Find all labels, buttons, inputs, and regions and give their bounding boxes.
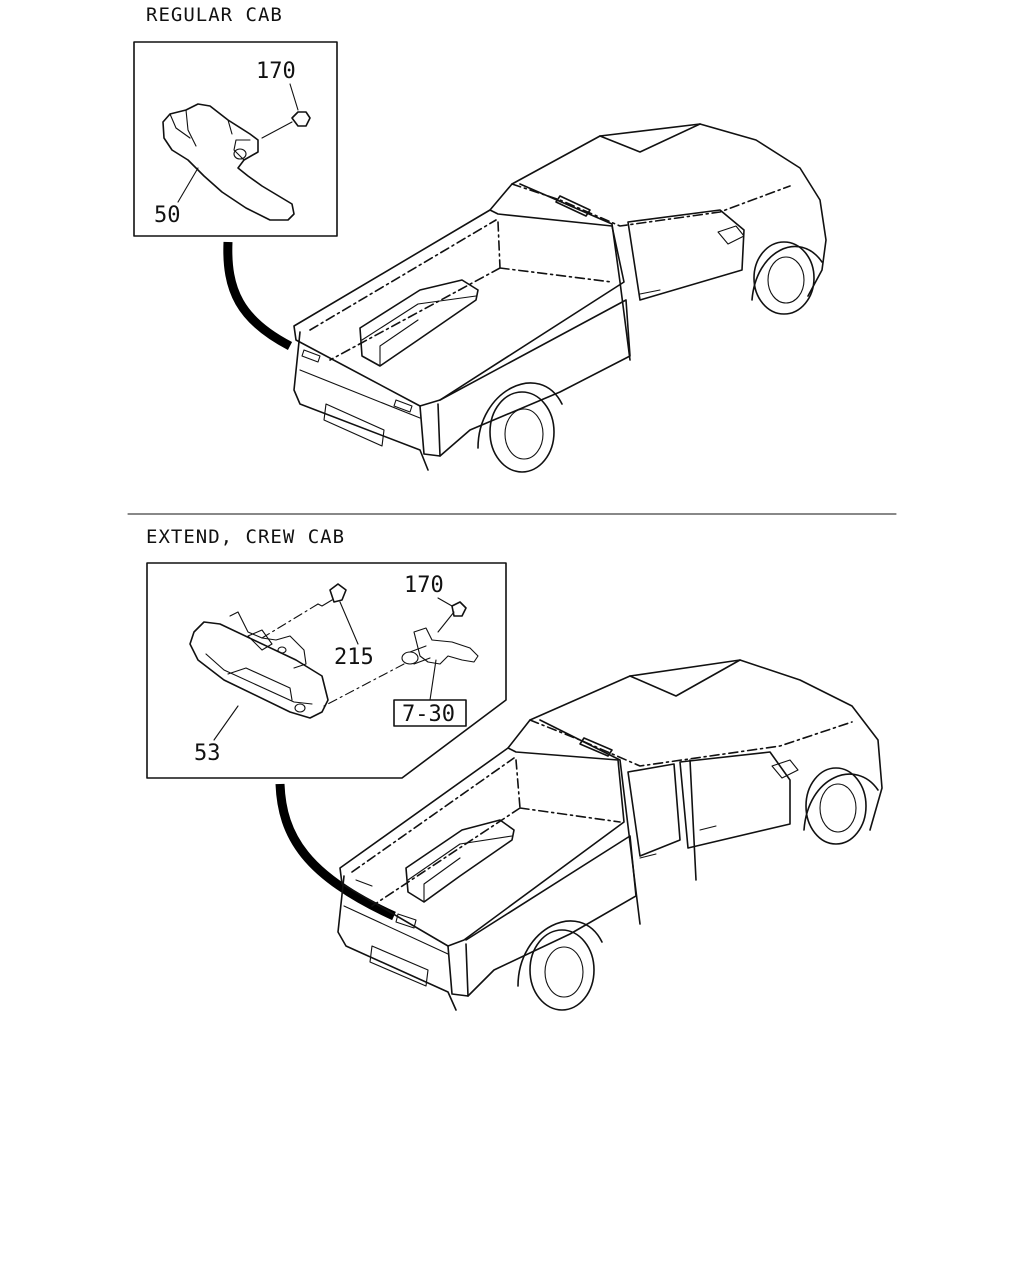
detail-frame-crew — [146, 562, 507, 779]
detail-frame-regular — [133, 41, 338, 237]
bolt-icon[interactable] — [437, 601, 467, 633]
leader-line-7-30 — [429, 659, 437, 701]
latch-rod-illustration — [323, 627, 479, 707]
leader-line-170-regular — [289, 83, 299, 111]
tailgate-handle-illustration[interactable] — [189, 611, 329, 719]
pickup-truck-illustration-crew — [337, 659, 883, 1011]
bolt-icon[interactable] — [261, 111, 311, 139]
callout-50: 50 — [154, 203, 181, 228]
section-extend-crew-cab: EXTEND, CREW CAB — [146, 526, 883, 1011]
leader-line-53 — [213, 705, 239, 741]
pickup-truck-illustration-regular — [293, 123, 827, 473]
section-regular-cab: REGULAR CAB 170 50 — [133, 4, 827, 473]
leader-line-215 — [339, 601, 359, 645]
leader-line-170-crew — [437, 597, 453, 607]
tailgate-handle-illustration[interactable] — [162, 103, 295, 221]
callout-53: 53 — [194, 741, 221, 766]
callout-215: 215 — [334, 645, 374, 670]
callout-170-regular: 170 — [256, 59, 296, 84]
section-heading-regular-cab: REGULAR CAB — [146, 4, 283, 26]
callout-170-crew: 170 — [404, 573, 444, 598]
location-arrow-regular — [223, 241, 293, 350]
location-arrow-crew — [275, 783, 396, 921]
leader-line-50 — [177, 167, 199, 203]
screw-icon[interactable] — [261, 583, 347, 639]
callout-7-30: 7-30 — [402, 702, 455, 727]
section-heading-extend-crew-cab: EXTEND, CREW CAB — [146, 526, 345, 548]
